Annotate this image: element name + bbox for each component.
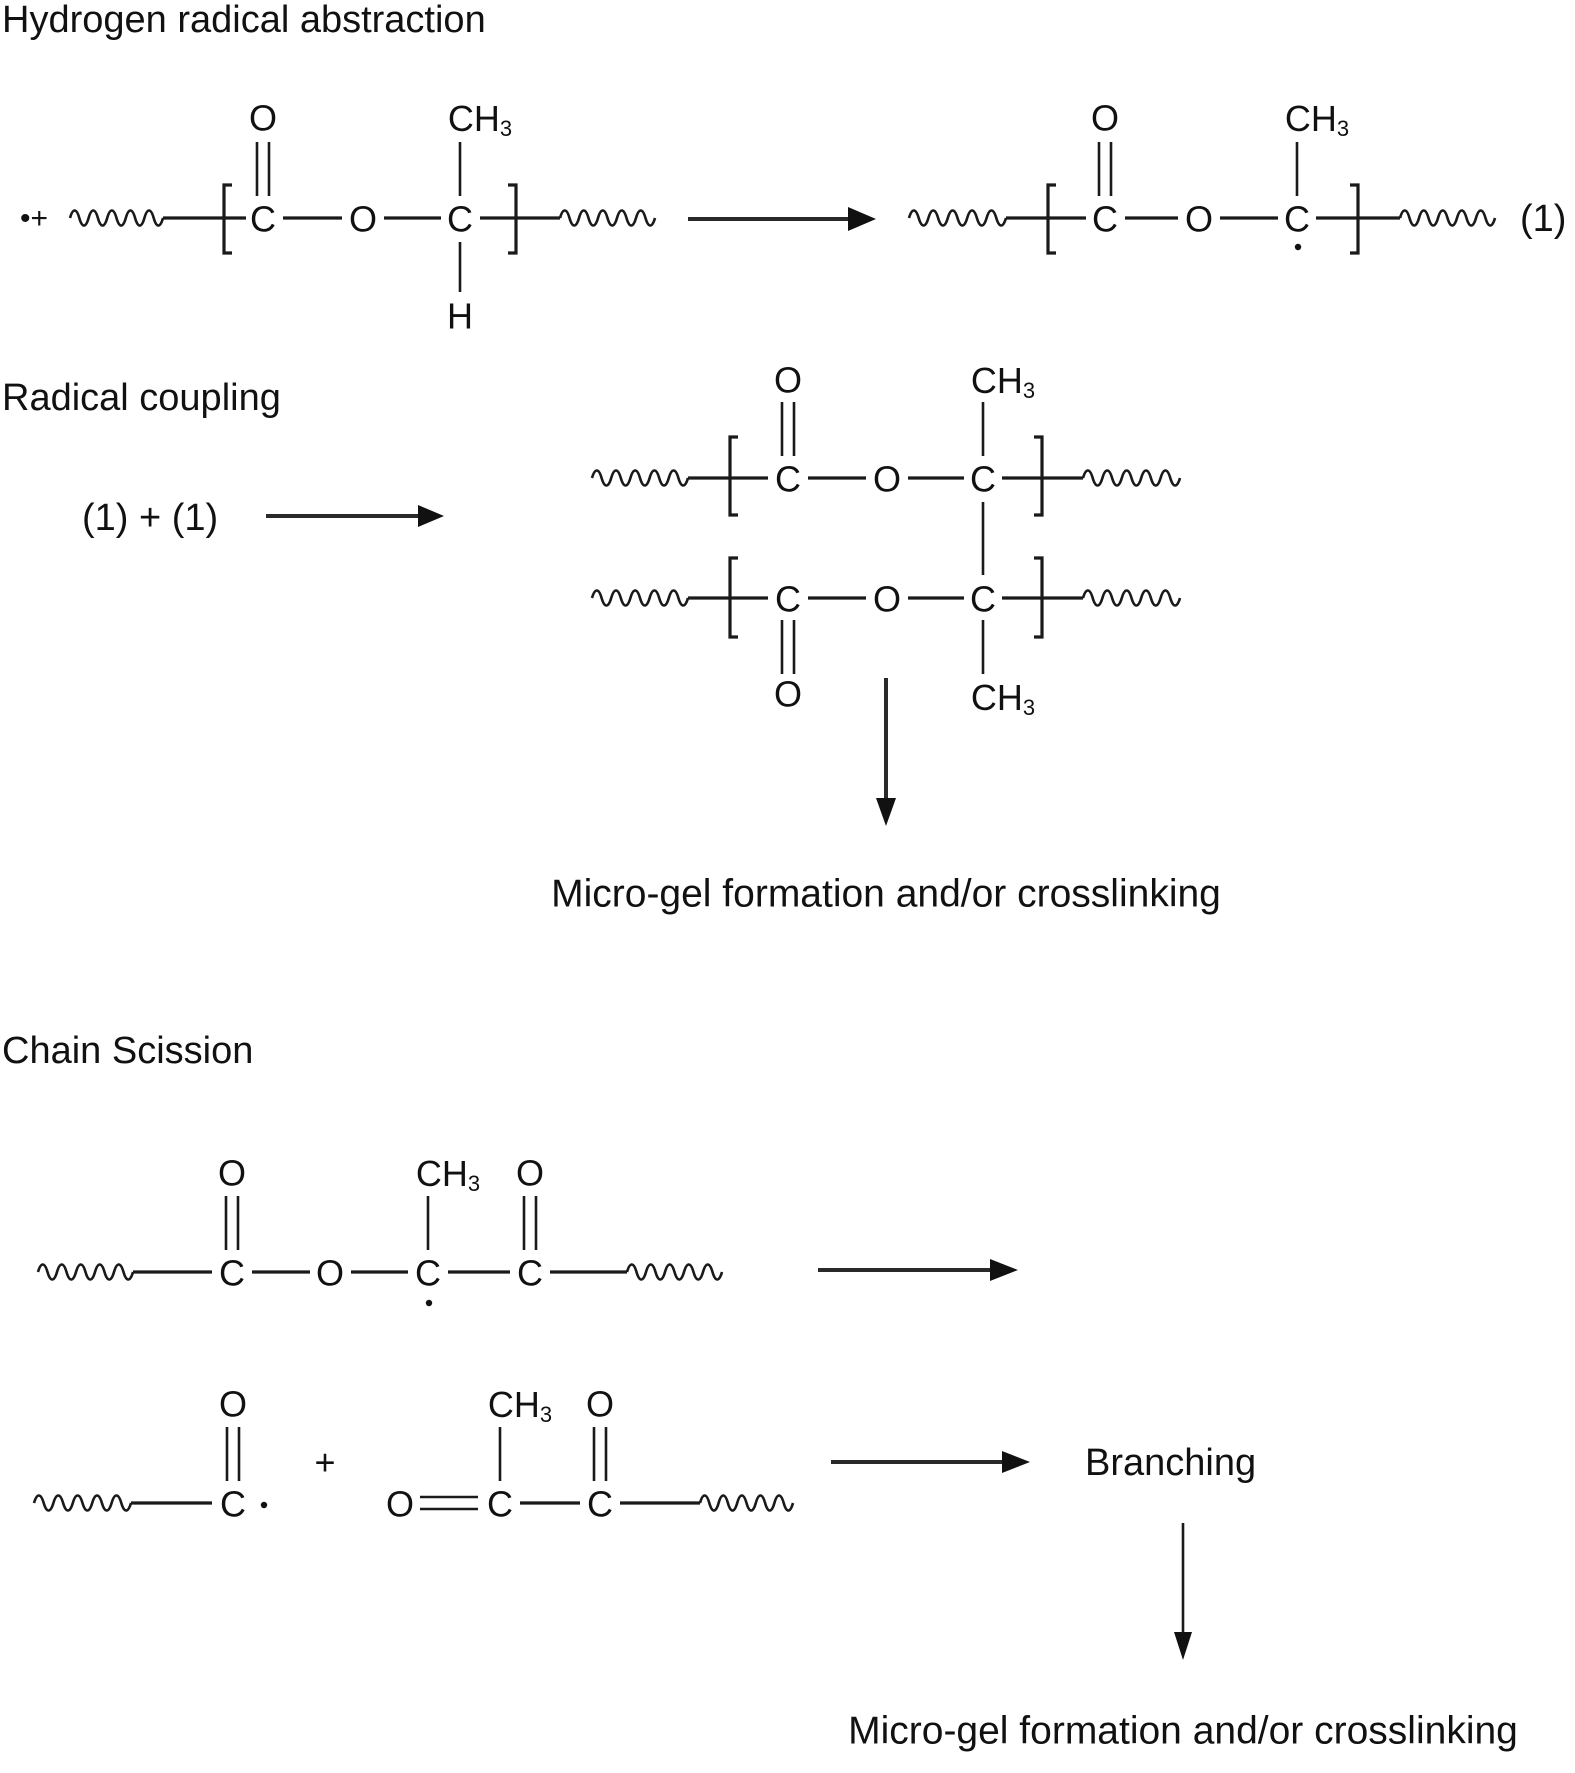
- repeat-unit-bracket-left: [222, 183, 232, 255]
- atom-c2: C: [587, 1484, 613, 1525]
- atom-radical-c: C: [415, 1253, 441, 1294]
- atom-o1-top: O: [218, 1153, 246, 1194]
- atom-ester-o: O: [316, 1253, 344, 1294]
- scission-reactant-molecule: C O O C CH3 C O: [36, 1153, 724, 1307]
- atom-quaternary-c: C: [970, 579, 996, 620]
- group-methyl: CH3: [971, 360, 1035, 403]
- atom-acyl-o: O: [219, 1384, 247, 1425]
- section-title: Hydrogen radical abstraction: [2, 0, 486, 41]
- radical-dot: [425, 1299, 433, 1307]
- radical-dot: [1294, 243, 1302, 251]
- polymer-chain-wavy-left: [907, 209, 1008, 227]
- atom-carbonyl-o: O: [774, 360, 802, 401]
- plus-sign: +: [314, 1442, 335, 1483]
- result-text: Micro-gel formation and/or crosslinking: [551, 873, 1221, 916]
- group-methyl: CH3: [1285, 98, 1349, 141]
- polymer-chain-wavy-left: [68, 209, 165, 227]
- repeat-unit-bracket-left: [1046, 183, 1056, 255]
- repeat-unit-bracket-right: [508, 183, 518, 255]
- atom-ester-o: O: [873, 579, 901, 620]
- radical-dot: [260, 1501, 268, 1509]
- repeat-unit-bracket-right: [1034, 435, 1044, 517]
- reaction-equation: (1) + (1): [82, 497, 218, 539]
- coupled-dimer-upper-chain: C O O C CH3: [590, 360, 1182, 517]
- atom-alpha-c: C: [447, 199, 473, 240]
- polymer-chain-wavy-right: [1398, 209, 1497, 227]
- atom-ester-o: O: [873, 459, 901, 500]
- polymer-chain-wavy-right: [698, 1494, 795, 1512]
- arrow-head: [418, 505, 444, 527]
- reaction-arrow-down: [1174, 1523, 1192, 1660]
- atom-radical-c: C: [1284, 199, 1310, 240]
- intermediate-text: Branching: [1085, 1442, 1256, 1484]
- polymer-chain-wavy-right: [1081, 589, 1182, 607]
- arrow-head: [848, 207, 876, 231]
- atom-c1: C: [487, 1484, 513, 1525]
- atom-o-top: O: [586, 1384, 614, 1425]
- repeat-unit-bracket-right: [1034, 556, 1044, 639]
- atom-acyl-c: C: [220, 1484, 246, 1525]
- group-methyl: CH3: [416, 1153, 480, 1196]
- reaction-arrow-down: [876, 678, 896, 826]
- atom-o2-top: O: [516, 1153, 544, 1194]
- reaction-arrow: [688, 207, 876, 231]
- reaction-arrow: [831, 1451, 1030, 1473]
- atom-ester-o: O: [1185, 199, 1213, 240]
- atom-carbonyl-c: C: [250, 199, 276, 240]
- polymer-chain-wavy-left: [590, 469, 690, 487]
- repeat-unit-bracket-left: [728, 556, 738, 639]
- repeat-unit-bracket-left: [728, 435, 738, 517]
- section-radical-coupling: Radical coupling (1) + (1) C O O C CH3: [2, 360, 1221, 916]
- polymer-chain-wavy-right: [625, 1263, 724, 1281]
- polymer-chain-wavy-right: [1081, 469, 1182, 487]
- section-title: Chain Scission: [2, 1030, 253, 1072]
- atom-carbonyl-c: C: [775, 579, 801, 620]
- reactant-molecule: •+ C O O C CH3 H: [20, 98, 657, 337]
- diketone-product: O C CH3 C O: [386, 1384, 795, 1525]
- atom-o-left: O: [386, 1484, 414, 1525]
- group-methyl: CH3: [971, 677, 1035, 720]
- arrow-head: [990, 1259, 1018, 1281]
- product-molecule: C O O C CH3 (1): [907, 98, 1566, 255]
- arrow-head: [1002, 1451, 1030, 1473]
- section-chain-scission: Chain Scission C O O C CH3 C O: [2, 1030, 1518, 1753]
- atom-hydrogen: H: [447, 296, 473, 337]
- atom-carbonyl-c: C: [1092, 199, 1118, 240]
- atom-c2: C: [517, 1253, 543, 1294]
- group-methyl: CH3: [448, 98, 512, 141]
- coupled-dimer-lower-chain: C O O C CH3: [590, 556, 1182, 720]
- arrow-head: [1174, 1632, 1192, 1660]
- section-title: Radical coupling: [2, 377, 281, 419]
- polymer-chain-wavy-left: [36, 1263, 135, 1281]
- atom-carbonyl-c: C: [775, 459, 801, 500]
- group-methyl: CH3: [488, 1384, 552, 1427]
- reaction-arrow: [266, 505, 444, 527]
- atom-c1: C: [219, 1253, 245, 1294]
- atom-ester-o: O: [349, 199, 377, 240]
- atom-carbonyl-o: O: [1091, 98, 1119, 139]
- result-text: Micro-gel formation and/or crosslinking: [848, 1710, 1518, 1753]
- atom-carbonyl-o: O: [774, 674, 802, 715]
- atom-carbonyl-o: O: [249, 98, 277, 139]
- reaction-arrow: [818, 1259, 1018, 1281]
- section-hydrogen-abstraction: Hydrogen radical abstraction •+ C O O C …: [2, 0, 1566, 337]
- atom-quaternary-c: C: [970, 459, 996, 500]
- polymer-chain-wavy-right: [558, 209, 657, 227]
- compound-label: (1): [1520, 198, 1566, 240]
- repeat-unit-bracket-right: [1350, 183, 1360, 255]
- arrow-head: [876, 798, 896, 826]
- radical-plus-prefix: •+: [20, 202, 48, 235]
- polymer-chain-wavy-left: [590, 589, 690, 607]
- acyl-radical-product: C O: [32, 1384, 268, 1525]
- polymer-chain-wavy-left: [32, 1494, 133, 1512]
